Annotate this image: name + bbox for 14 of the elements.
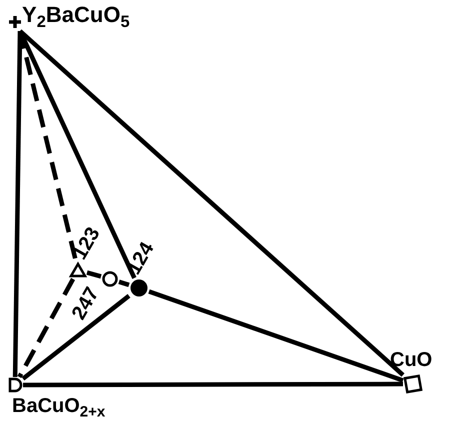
phase-label: 123 <box>70 224 104 263</box>
phase-label: CuO <box>390 350 432 370</box>
tie-line <box>12 30 22 378</box>
tie-line <box>18 30 136 279</box>
dashed-tie-line <box>18 30 78 262</box>
tie-line <box>118 280 130 288</box>
tie-line <box>23 382 403 388</box>
phase-label: BaCuO$_{2+x}$ <box>12 396 106 420</box>
phase-label: Y$_{2}$BaCuO$_{5}$ <box>22 4 130 30</box>
tie-line <box>18 29 404 377</box>
tie-line <box>148 289 404 383</box>
tie-line <box>22 294 130 381</box>
tie-line <box>86 270 102 279</box>
dashed-tie-line <box>17 278 76 378</box>
